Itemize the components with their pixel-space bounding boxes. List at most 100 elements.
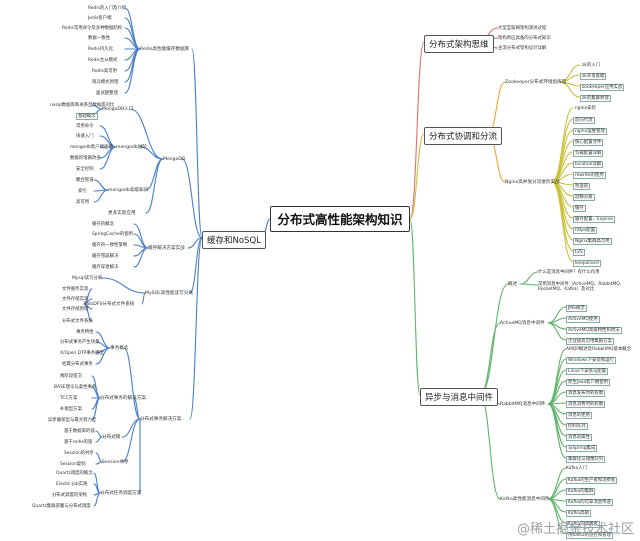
list-item: Windows下安装和运行 xyxy=(566,357,616,364)
subtopic-transaction-impl[interactable]: 分布式事务的解决方案 xyxy=(100,396,146,401)
link-quartz-leaf xyxy=(93,492,101,507)
topic-cache-nosql[interactable]: 缓存和NoSQL xyxy=(202,231,266,249)
list-item: X/Open DTP事务模型 xyxy=(60,351,104,356)
list-item: 大型互联网架构演进过程 xyxy=(498,26,547,31)
list-item: 消息消费时的权衡 xyxy=(566,401,606,408)
list-item: 常用命令 xyxy=(76,124,94,129)
list-item: 缓存的概念 xyxy=(92,222,114,227)
list-item: Redis主从模式 xyxy=(88,58,118,63)
subtopic-mongodb-advanced[interactable]: mongodb进阶 xyxy=(116,145,147,150)
link-async-activemq xyxy=(479,322,501,396)
list-item: 集群化与镜像队列 xyxy=(566,456,606,463)
subtopic-mongodb-other[interactable]: mongodb高级知识 xyxy=(108,188,149,193)
subtopic-activemq[interactable]: ActiveMQ消息中间件 xyxy=(500,321,545,326)
subtopic-task-scheduling[interactable]: 分布式任务调度方案 xyxy=(100,491,142,496)
topic-coordination[interactable]: 分布式协调和分流 xyxy=(424,127,503,145)
link-central-architecture xyxy=(409,41,425,220)
list-item: 与Spring集成 xyxy=(566,445,598,452)
list-item: 控制队列 xyxy=(566,423,588,430)
list-item: 高可用 xyxy=(76,200,90,205)
list-item: Jedis客户端 xyxy=(88,16,112,21)
topic-distributed-architecture[interactable]: 分布式架构思维 xyxy=(424,35,494,53)
list-item: 动静分离 xyxy=(573,194,595,201)
subtopic-distributed-lock[interactable]: 分布式锁 xyxy=(102,435,121,440)
subtopic-kafka[interactable]: Kafka高性能消息中间件 xyxy=(500,497,550,502)
link-nginx-leaf xyxy=(551,181,574,263)
link-mysql-leaf xyxy=(101,277,146,294)
link-cache-transaction xyxy=(189,237,203,420)
subtopic-mongodb-more[interactable]: 更多实际应用 xyxy=(108,211,136,216)
link-tx-basic-leaf xyxy=(95,347,111,365)
link-rabbitmq-leaf xyxy=(547,403,567,448)
list-item: 负载配置详解 xyxy=(573,150,604,157)
list-item: 常用消息中间件（ActiveMQ、RabbitMQ、RocketMQ、Kafka… xyxy=(538,282,625,292)
subtopic-fastdfs[interactable]: FastDFS分布式文件系统 xyxy=(84,302,135,307)
link-central-coordination xyxy=(409,133,425,220)
link-mongo-other-leaf xyxy=(93,179,109,191)
link-lock-leaf xyxy=(95,436,103,443)
list-item: 哨兵模式原理 xyxy=(92,80,119,85)
link-rabbitmq-leaf xyxy=(547,403,567,459)
link-cache-solution xyxy=(187,237,203,249)
subtopic-overview[interactable]: 概述 xyxy=(508,282,518,287)
list-item: LVS xyxy=(573,249,585,256)
link-async-overview xyxy=(479,283,509,396)
topic-async-messaging[interactable]: 异步与消息中间件 xyxy=(420,388,499,406)
list-item: 文件存储原理 xyxy=(62,307,89,312)
subtopic-zookeeper[interactable]: Zookeeper分布式环境指挥官 xyxy=(505,80,567,85)
link-tx-lock xyxy=(121,418,141,438)
list-item: 分布式事务产生场景 xyxy=(60,340,100,345)
list-item: https配置 xyxy=(573,227,598,234)
link-activemq-leaf xyxy=(547,317,567,324)
link-cache-mysql xyxy=(189,237,203,294)
link-mongo-intro xyxy=(129,108,164,160)
list-item: 缓存 xyxy=(573,205,586,212)
list-item: 消息发布时的权衡 xyxy=(566,390,606,397)
list-item: nginx安装 xyxy=(575,106,596,111)
list-item: zookeeper应用实战 xyxy=(580,84,625,91)
list-item: Mysql读写分离 xyxy=(72,276,103,281)
list-item: Kafka的消费者 xyxy=(566,521,600,528)
list-item: nosql数据库和关系型数据库对比 xyxy=(50,103,115,108)
list-item: 基于数据库的锁 xyxy=(64,429,95,434)
link-tx-impl xyxy=(133,397,141,420)
list-item: 什么是消息中间件？有什么作用 xyxy=(538,270,600,275)
link-cache-leaf xyxy=(133,223,149,249)
list-item: 数据的增删改查 xyxy=(70,156,101,161)
list-item: BASE理论与柔性事务 xyxy=(54,385,97,390)
link-fastdfs-leaf xyxy=(83,303,93,322)
watermark: @稀土掘金技术社区 xyxy=(516,522,634,537)
link-cache-leaf xyxy=(133,247,149,268)
subtopic-cache[interactable]: 缓存解决方案实战 xyxy=(148,246,185,251)
list-item: 基于redis的锁 xyxy=(64,440,93,445)
link-redis-leaf xyxy=(124,48,141,94)
link-cache-mongodb xyxy=(181,158,203,239)
central-topic[interactable]: 分布式高性能架构知识 xyxy=(270,206,410,232)
subtopic-transaction-basics[interactable]: 事务概念 xyxy=(110,346,129,351)
list-item: Quartz调度的概念 xyxy=(56,471,93,476)
list-item: 缓存穿透解决 xyxy=(92,265,119,270)
subtopic-mysql[interactable]: MySQL高性能读写分离 xyxy=(145,291,193,296)
subtopic-nginx[interactable]: Nginx高并发分流进阶实战 xyxy=(505,180,560,185)
subtopic-mongodb-intro[interactable]: MongoDB入门 xyxy=(102,107,134,112)
list-item: ActiveMQ高级特性和用法 xyxy=(566,327,622,334)
list-item: mongodb客户端连接 xyxy=(70,145,113,150)
list-item: Kafka高级 xyxy=(566,510,591,517)
link-async-kafka xyxy=(479,394,501,500)
list-item: 分布式调度的架构 xyxy=(52,493,88,498)
subtopic-mongodb[interactable]: MongoDB xyxy=(163,157,186,162)
subtopic-rabbitmq[interactable]: RabbitMQ消息中间件 xyxy=(500,402,546,407)
list-item: AMQP概述及RabbitMQ基本概念 xyxy=(566,347,632,352)
list-item: 架构师应具备的分布式知识 xyxy=(498,36,551,41)
subtopic-transaction[interactable]: 分布式事务解决方案 xyxy=(140,417,182,422)
list-item: 文件服务实现 xyxy=(62,287,89,292)
list-item: 安全控制 xyxy=(76,167,94,172)
list-item: 核心配置文件 xyxy=(573,139,604,146)
subtopic-session[interactable]: Session共享 xyxy=(102,460,129,465)
list-item: 消息的属性 xyxy=(566,434,592,441)
link-tx-basics xyxy=(123,347,141,420)
list-item: 经典分布式事务 xyxy=(62,362,93,367)
subtopic-redis[interactable]: Redis高性能缓存数据库 xyxy=(140,47,190,52)
link-mongo-adv-leaf xyxy=(99,146,117,170)
list-item: location详解 xyxy=(573,161,604,168)
